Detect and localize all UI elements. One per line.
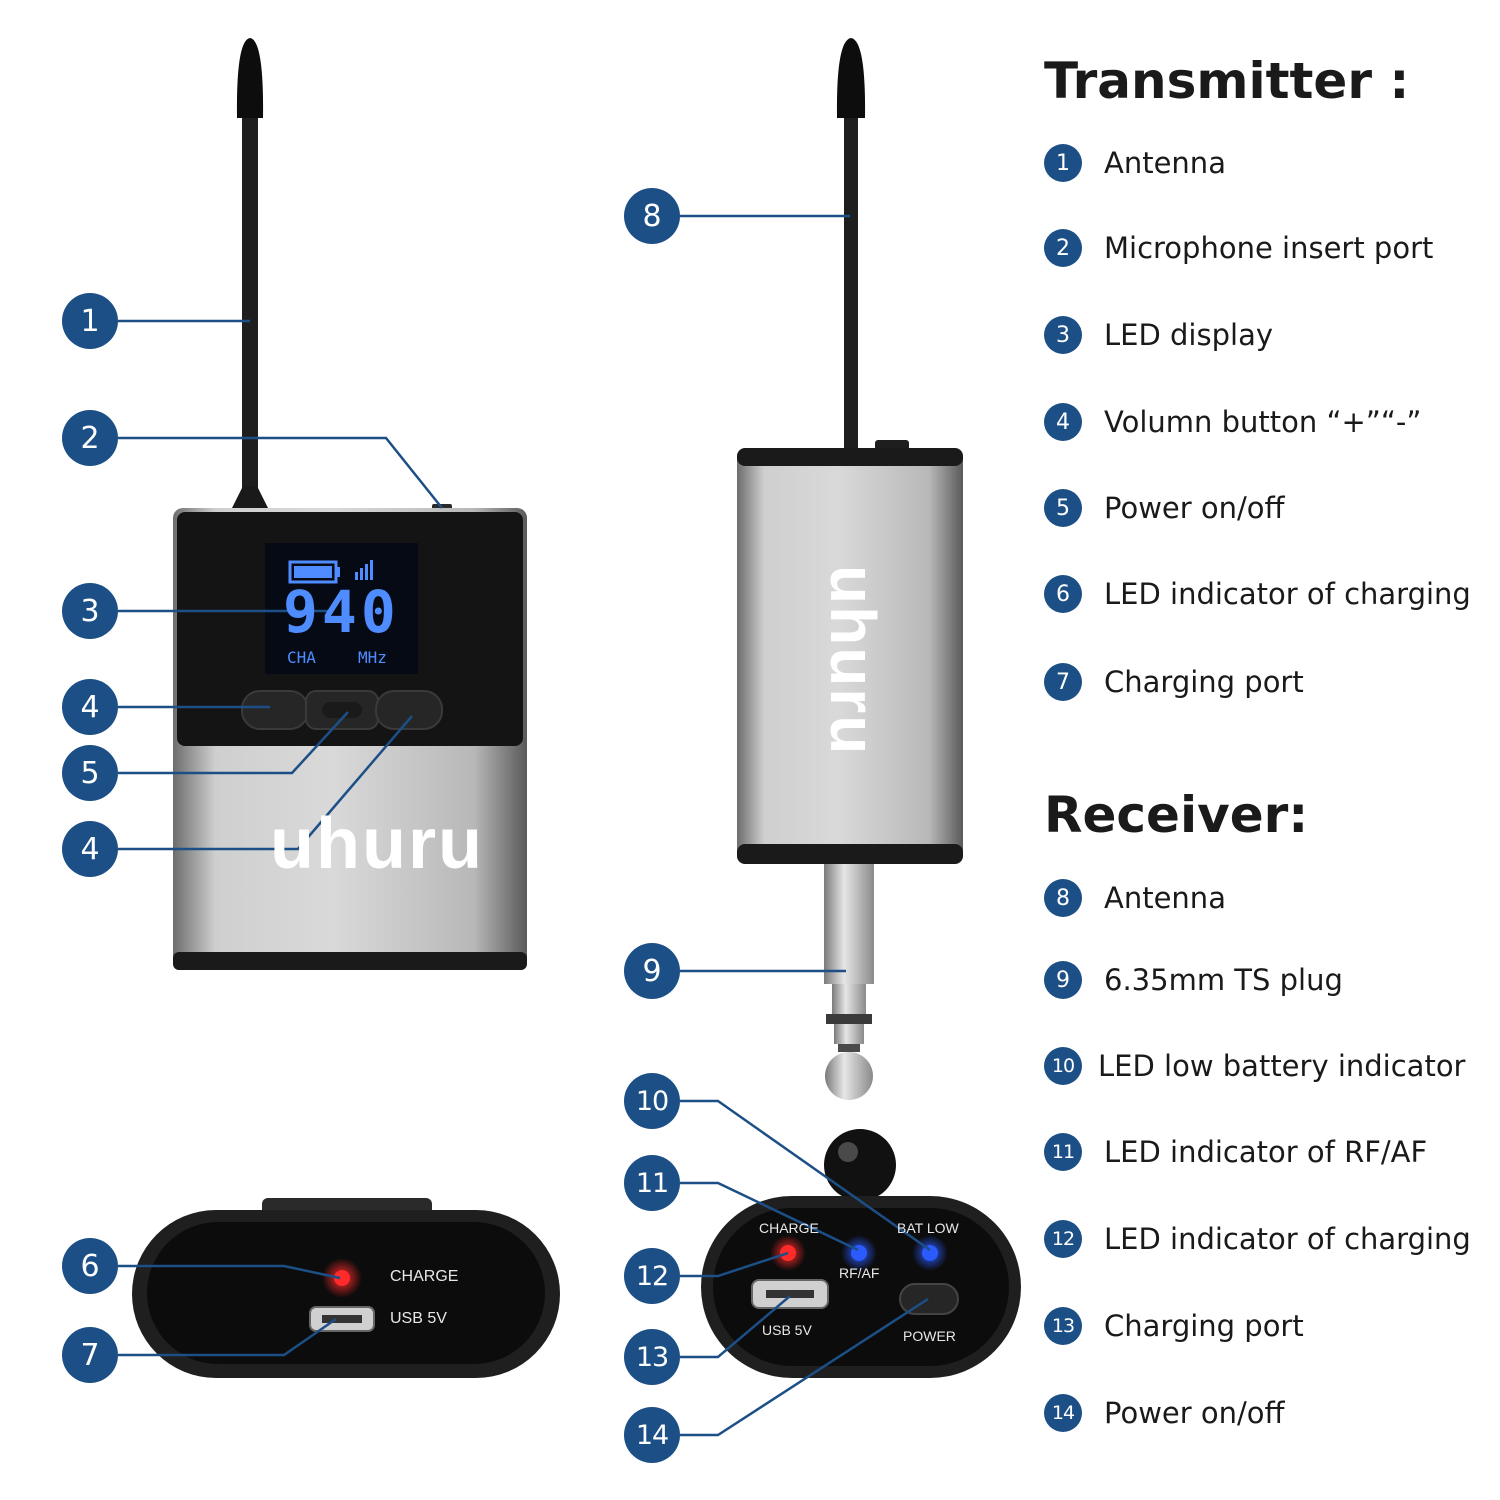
legend-item-7: 7 Charging port (1044, 660, 1304, 704)
transmitter-antenna-tip (236, 38, 264, 118)
legend-number: 12 (1044, 1220, 1082, 1258)
legend-number: 4 (1044, 403, 1082, 441)
legend-label: Power on/off (1104, 491, 1285, 525)
callout-4-minus: 4 (62, 679, 118, 735)
receiver-front (737, 38, 963, 1100)
legend-number: 13 (1044, 1307, 1082, 1345)
legend-label: Power on/off (1104, 1396, 1285, 1430)
legend-item-11: 11 LED indicator of RF/AF (1044, 1130, 1427, 1174)
callout-9: 9 (624, 943, 680, 999)
transmitter-charge-label: CHARGE (390, 1268, 459, 1285)
legend-item-4: 4 Volumn button “+”“-” (1044, 400, 1421, 444)
legend-label: Charging port (1104, 665, 1304, 699)
lcd-unit: MHz (358, 648, 387, 667)
volume-minus-button[interactable] (241, 690, 309, 730)
ts-plug-tip (825, 1052, 873, 1100)
receiver-logo: uhuru (817, 565, 889, 757)
legend-label: LED indicator of RF/AF (1104, 1135, 1428, 1169)
ts-plug-collar (824, 864, 874, 984)
power-switch-receiver[interactable] (899, 1283, 959, 1315)
legend-label: Antenna (1104, 146, 1226, 180)
legend-number: 3 (1044, 316, 1082, 354)
legend-item-5: 5 Power on/off (1044, 486, 1285, 530)
callout-11: 11 (624, 1155, 680, 1211)
transmitter-heading: Transmitter : (1044, 52, 1410, 110)
transmitter-usb-label: USB 5V (390, 1310, 447, 1327)
legend-number: 8 (1044, 879, 1082, 917)
legend-item-6: 6 LED indicator of charging (1044, 572, 1471, 616)
transmitter-bottom (132, 1198, 560, 1378)
power-button[interactable] (305, 690, 379, 730)
legend-item-3: 3 LED display (1044, 313, 1273, 357)
legend-number: 2 (1044, 229, 1082, 267)
lcd-channel: CHA (287, 648, 316, 667)
lcd-frequency: 940 (283, 578, 400, 646)
legend-number: 7 (1044, 663, 1082, 701)
legend-label: Volumn button “+”“-” (1104, 405, 1422, 439)
callout-8: 8 (624, 188, 680, 244)
transmitter-front (173, 38, 527, 970)
callout-5: 5 (62, 745, 118, 801)
receiver-antenna-tip (836, 38, 866, 118)
legend-item-12: 12 LED indicator of charging (1044, 1217, 1471, 1261)
legend-label: Charging port (1104, 1309, 1304, 1343)
legend-item-9: 9 6.35mm TS plug (1044, 958, 1343, 1002)
callout-10: 10 (624, 1073, 680, 1129)
legend-item-13: 13 Charging port (1044, 1304, 1304, 1348)
legend-number: 1 (1044, 144, 1082, 182)
legend-label: LED indicator of charging (1104, 577, 1471, 611)
receiver-usb-label: USB 5V (762, 1322, 812, 1338)
transmitter-logo: uhuru (270, 804, 484, 884)
callout-3: 3 (62, 583, 118, 639)
volume-plus-button[interactable] (375, 690, 443, 730)
receiver-heading: Receiver: (1044, 786, 1309, 844)
callout-2: 2 (62, 410, 118, 466)
charge-led (334, 1270, 350, 1286)
legend-label: Antenna (1104, 881, 1226, 915)
callout-6: 6 (62, 1238, 118, 1294)
receiver-bottom (701, 1129, 1021, 1378)
legend-label: LED indicator of charging (1104, 1222, 1471, 1256)
bat-low-led (922, 1245, 938, 1261)
legend-label: LED display (1104, 318, 1274, 352)
callout-4-plus: 4 (62, 821, 118, 877)
legend-number: 14 (1044, 1394, 1082, 1432)
receiver-rfaf-label: RF/AF (839, 1265, 880, 1281)
leader-lines (118, 214, 931, 1437)
legend-number: 11 (1044, 1133, 1082, 1171)
legend-number: 10 (1044, 1047, 1082, 1085)
receiver-antenna (844, 100, 858, 450)
receiver-power-label: POWER (903, 1328, 956, 1344)
legend-number: 5 (1044, 489, 1082, 527)
legend-number: 9 (1044, 961, 1082, 999)
legend-label: LED low battery indicator (1098, 1049, 1466, 1083)
legend-item-2: 2 Microphone insert port (1044, 226, 1433, 270)
signal-icon (355, 560, 373, 580)
callout-1: 1 (62, 293, 118, 349)
legend-item-14: 14 Power on/off (1044, 1391, 1285, 1435)
legend-item-8: 8 Antenna (1044, 876, 1226, 920)
receiver-body (737, 448, 963, 864)
legend-label: Microphone insert port (1104, 231, 1434, 265)
transmitter-antenna (242, 100, 258, 495)
receiver-antenna-top (824, 1129, 896, 1201)
legend-label: 6.35mm TS plug (1104, 963, 1343, 997)
receiver-batlow-label: BAT LOW (897, 1220, 959, 1236)
legend-item-1: 1 Antenna (1044, 141, 1226, 185)
legend-item-10: 10 LED low battery indicator (1044, 1044, 1465, 1088)
receiver-charge-label: CHARGE (759, 1220, 819, 1236)
callout-12: 12 (624, 1248, 680, 1304)
callout-14: 14 (624, 1407, 680, 1463)
legend-number: 6 (1044, 575, 1082, 613)
callout-7: 7 (62, 1327, 118, 1383)
callout-13: 13 (624, 1329, 680, 1385)
